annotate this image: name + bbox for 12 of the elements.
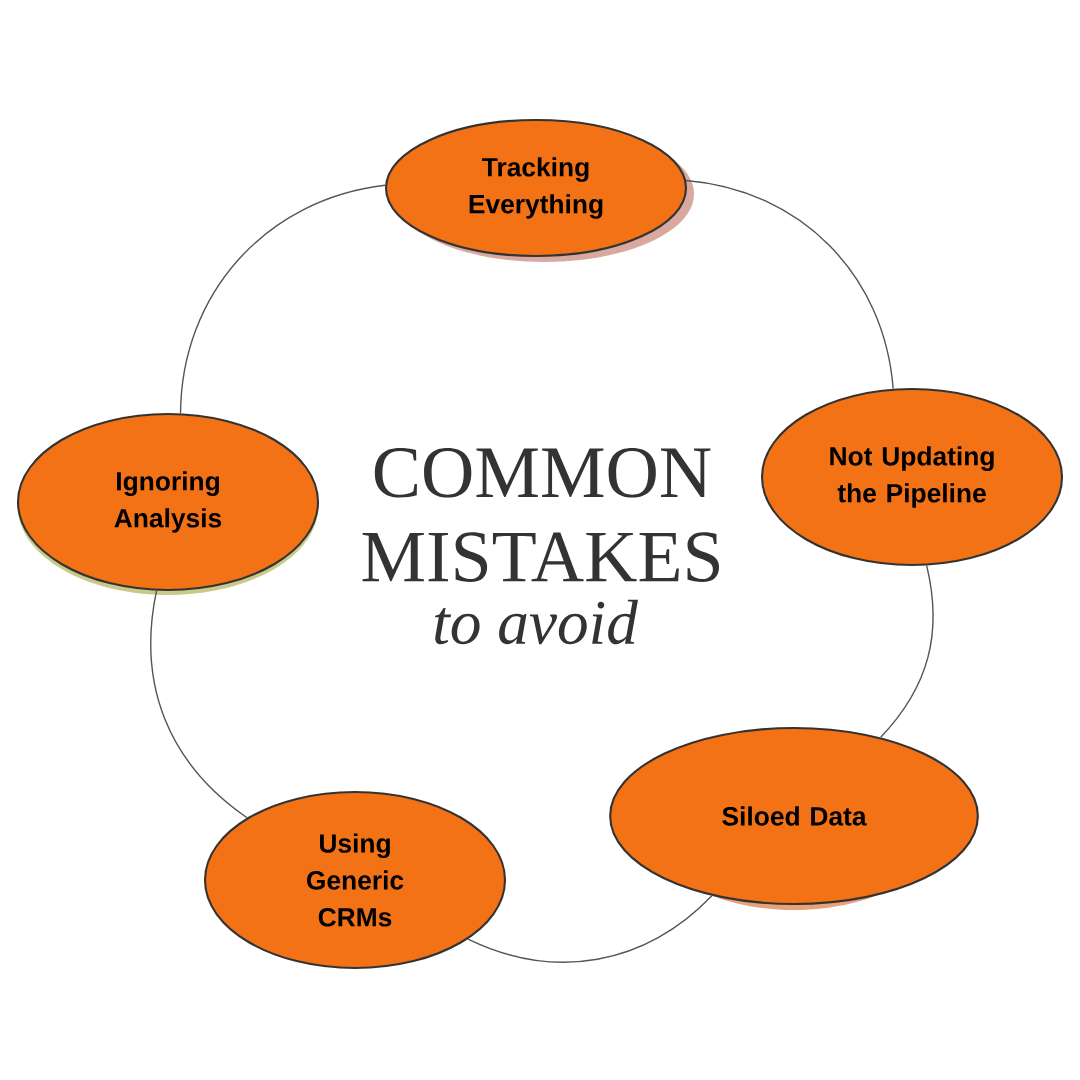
ellipse-node: Tracking Everything xyxy=(384,118,694,262)
ellipse-node: Not Updating the Pipeline xyxy=(760,387,1064,567)
ellipse-node: Ignoring Analysis xyxy=(16,412,320,595)
title: COMMON MISTAKES xyxy=(362,448,719,582)
ring-line xyxy=(880,564,934,739)
ring-line xyxy=(685,179,894,390)
ellipse-node: Using Generic CRMs xyxy=(203,790,507,970)
ellipse-node: Siloed Data xyxy=(609,726,979,910)
ring-line xyxy=(467,895,713,963)
script-subtitle: to avoid xyxy=(435,599,638,645)
ring-line xyxy=(179,184,386,414)
ring-line xyxy=(150,590,248,819)
